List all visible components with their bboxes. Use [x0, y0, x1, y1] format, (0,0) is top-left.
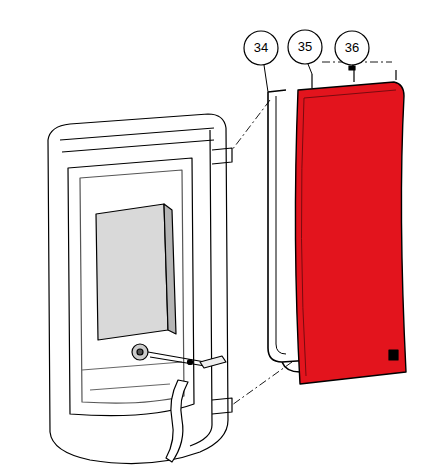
- stove-body: [48, 114, 228, 464]
- door-handle: [166, 380, 188, 462]
- air-control-rod: [148, 352, 205, 366]
- callout-number: 36: [337, 39, 367, 57]
- firebox-floor: [82, 362, 182, 390]
- callout-circle: [335, 31, 369, 65]
- callout-number: 35: [290, 38, 320, 56]
- firebox-inner: [80, 170, 184, 403]
- callout-number: 34: [246, 39, 276, 57]
- baffle-plate: [96, 204, 168, 340]
- gasket-clip: [349, 66, 355, 70]
- glass-panel-rim: [301, 90, 396, 376]
- hinge-bracket: [212, 148, 232, 414]
- hinge-pin: [200, 356, 226, 368]
- panel-clip: [389, 350, 398, 360]
- glass-panel: [295, 82, 406, 384]
- callout-circle: [244, 31, 278, 65]
- firebox-opening: [68, 158, 194, 416]
- air-control-hub: [137, 349, 143, 355]
- callout-circle: [288, 30, 322, 64]
- screw: [188, 360, 193, 365]
- gasket: [312, 66, 396, 88]
- leader-line: [264, 64, 354, 92]
- baffle-edge: [164, 204, 176, 334]
- air-control-knob: [132, 344, 148, 360]
- stove-top-rim: [60, 128, 214, 152]
- door-frame-inner: [276, 96, 286, 354]
